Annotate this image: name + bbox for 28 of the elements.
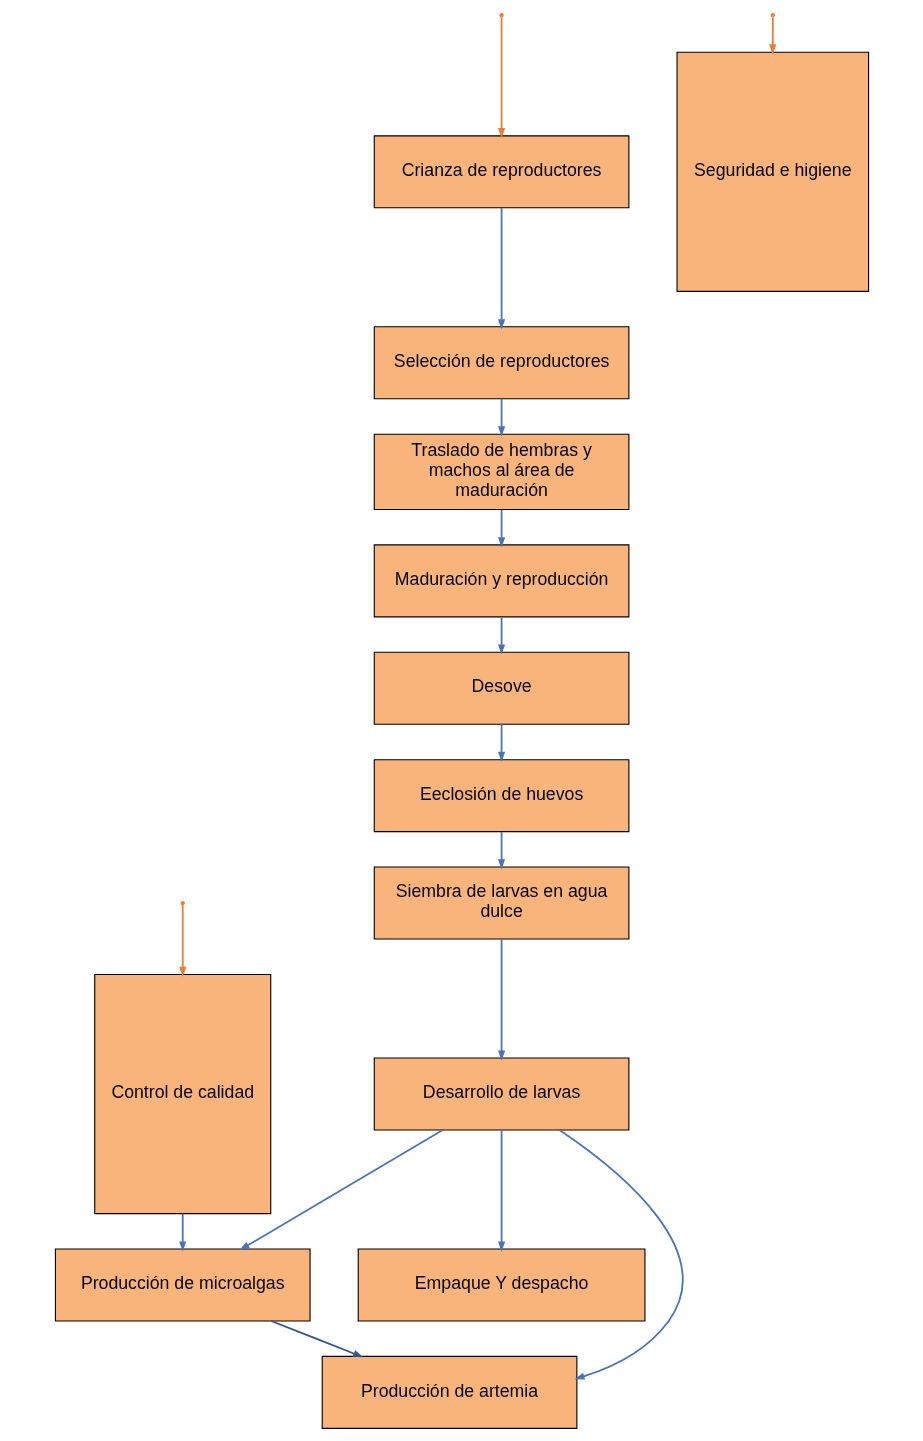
arrow <box>497 397 505 437</box>
node-box: Siembra de larvas en agua dulce <box>373 866 629 940</box>
arrow <box>558 1128 683 1380</box>
arrow <box>497 1128 505 1252</box>
node-box: Control de calidad <box>93 973 271 1214</box>
node-box: Eeclosión de huevos <box>373 758 629 832</box>
node-box: Seguridad e higiene <box>676 51 869 292</box>
arrow <box>497 15 505 138</box>
node-box: Desove <box>373 651 629 725</box>
arrow <box>269 1319 363 1357</box>
arrow <box>497 723 505 762</box>
arrow <box>178 1212 186 1252</box>
node-box: Producción de artemia <box>321 1355 577 1429</box>
node-box: Traslado de hembras y machos al área de maduración <box>373 433 629 510</box>
node-box: Desarrollo de larvas <box>373 1057 629 1131</box>
node-box: Selección de reproductores <box>373 325 629 399</box>
arrow <box>768 15 776 55</box>
node-box: Crianza de reproductores <box>373 134 629 208</box>
arrow <box>497 508 505 547</box>
node-box: Maduración y reproducción <box>373 543 629 617</box>
node-box: Producción de microalgas <box>54 1247 311 1322</box>
arrow <box>178 903 186 977</box>
node-box: Empaque Y despacho <box>357 1247 645 1322</box>
arrow <box>238 1128 443 1250</box>
arrow <box>497 937 505 1061</box>
arrow <box>497 830 505 869</box>
arrow <box>497 206 505 329</box>
arrow <box>497 615 505 655</box>
